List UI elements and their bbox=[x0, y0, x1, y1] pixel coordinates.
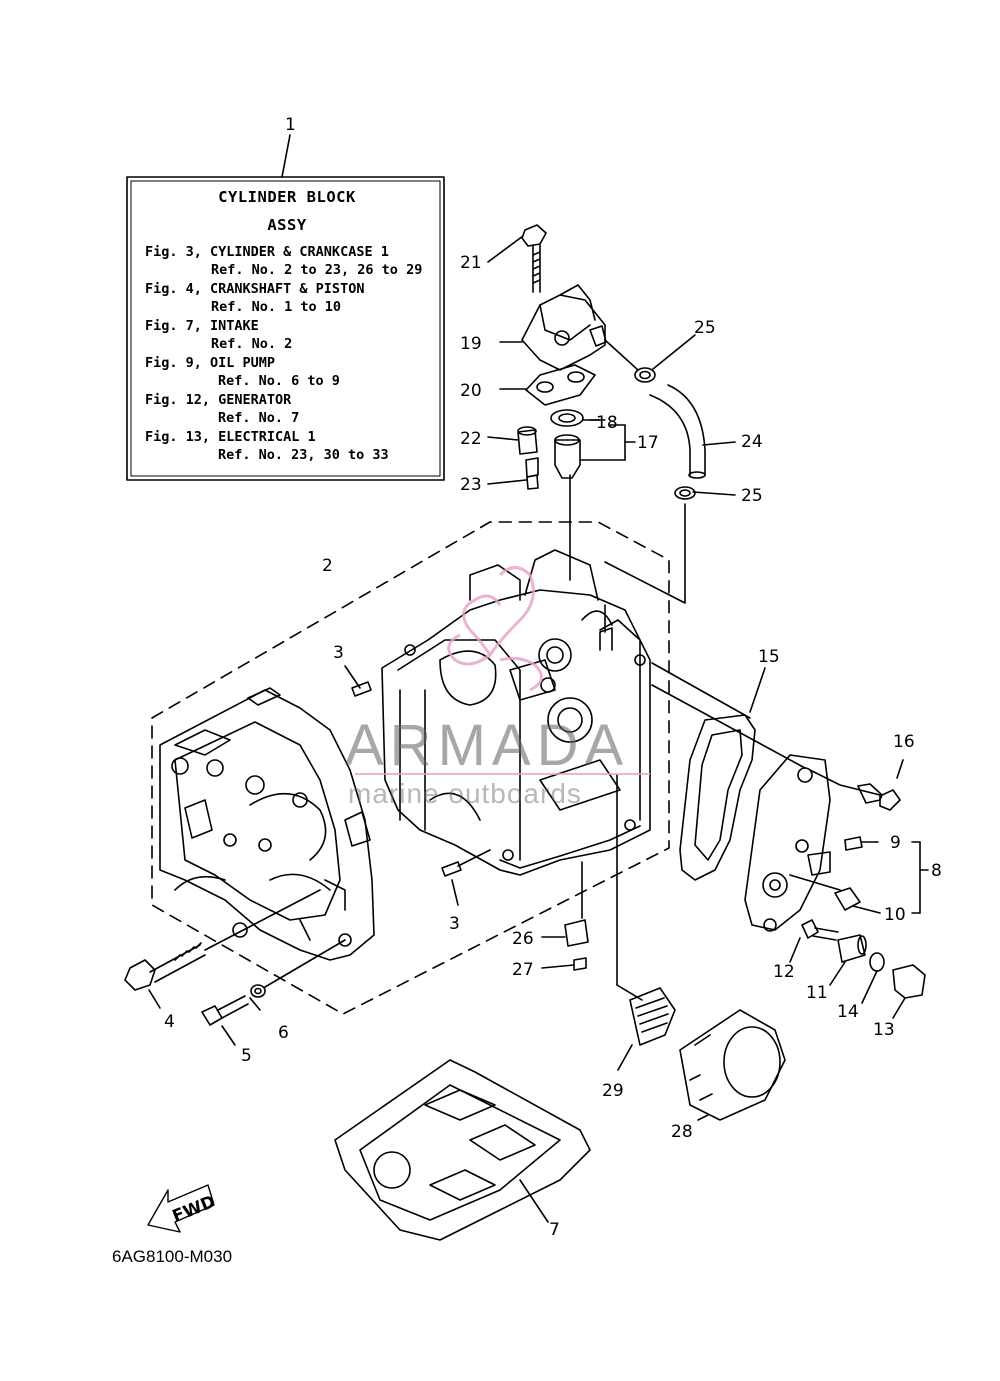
callout-28: 28 bbox=[671, 1122, 693, 1142]
gasket-7 bbox=[334, 1059, 591, 1241]
crankcase-drawing bbox=[159, 687, 375, 961]
callout-7: 7 bbox=[549, 1220, 560, 1240]
dowel-pins bbox=[344, 665, 491, 906]
info-box-line: Ref. No. 23, 30 to 33 bbox=[218, 447, 389, 463]
info-box-line: Fig. 4, CRANKSHAFT & PISTON bbox=[145, 281, 365, 297]
callout-24: 24 bbox=[741, 432, 763, 452]
callout-5: 5 bbox=[241, 1046, 252, 1066]
watermark-brand: ARMADA bbox=[345, 713, 630, 778]
info-box-line: Fig. 3, CYLINDER & CRANKCASE 1 bbox=[145, 244, 389, 260]
block-group-boundary bbox=[151, 521, 670, 1015]
callout-labels: 1 2 3 3 4 5 6 7 8 9 10 11 12 13 14 15 16… bbox=[164, 115, 942, 1240]
callout-17: 17 bbox=[637, 433, 659, 453]
callout-9: 9 bbox=[890, 833, 901, 853]
oil-pump-cover bbox=[651, 684, 929, 1019]
bracket-26-27 bbox=[541, 861, 589, 971]
bolts-4-5-6 bbox=[124, 889, 346, 1046]
callout-8: 8 bbox=[931, 861, 942, 881]
callout-1: 1 bbox=[285, 115, 296, 135]
callout-25b: 25 bbox=[741, 486, 763, 506]
callout-13: 13 bbox=[873, 1020, 895, 1040]
callout-16: 16 bbox=[893, 732, 915, 752]
gasket-15 bbox=[651, 662, 766, 881]
info-box-line: Fig. 7, INTAKE bbox=[145, 318, 259, 334]
oil-filter-group bbox=[616, 774, 786, 1121]
info-box-subtitle: ASSY bbox=[267, 216, 307, 234]
hose-group bbox=[604, 334, 736, 500]
callout-2: 2 bbox=[322, 556, 333, 576]
callout-25a: 25 bbox=[694, 318, 716, 338]
info-box-line: Ref. No. 2 to 23, 26 to 29 bbox=[211, 262, 423, 278]
callout-21: 21 bbox=[460, 253, 482, 273]
callout-14: 14 bbox=[837, 1002, 859, 1022]
thermostat-group bbox=[487, 409, 636, 490]
watermark-tagline: marine outboards bbox=[348, 778, 582, 809]
fwd-label: FWD bbox=[170, 1192, 219, 1227]
watermark-logo bbox=[355, 566, 650, 775]
info-box-line: Fig. 12, GENERATOR bbox=[145, 392, 292, 408]
cylinder-block-drawing bbox=[381, 549, 651, 876]
callout-27: 27 bbox=[512, 960, 534, 980]
callout-29: 29 bbox=[602, 1081, 624, 1101]
info-box-line: Ref. No. 1 to 10 bbox=[211, 299, 342, 315]
callout-10: 10 bbox=[884, 905, 906, 925]
info-box-line: Ref. No. 2 bbox=[211, 336, 293, 352]
info-box-line: Fig. 13, ELECTRICAL 1 bbox=[145, 429, 316, 445]
fwd-arrow bbox=[147, 1184, 215, 1233]
info-box-line: Ref. No. 6 to 9 bbox=[218, 373, 340, 389]
callout-4: 4 bbox=[164, 1012, 175, 1032]
callout-15: 15 bbox=[758, 647, 780, 667]
callout-20: 20 bbox=[460, 381, 482, 401]
callout-23: 23 bbox=[460, 475, 482, 495]
callout-3a: 3 bbox=[333, 643, 344, 663]
callout-26: 26 bbox=[512, 929, 534, 949]
callout-18: 18 bbox=[596, 413, 618, 433]
callout-22: 22 bbox=[460, 429, 482, 449]
info-box-frame bbox=[126, 134, 445, 481]
figure-code: 6AG8100-M030 bbox=[112, 1247, 233, 1266]
info-box-line: Ref. No. 7 bbox=[218, 410, 300, 426]
callout-12: 12 bbox=[773, 962, 795, 982]
callout-19: 19 bbox=[460, 334, 482, 354]
callout-11: 11 bbox=[806, 983, 828, 1003]
info-box-line: Fig. 9, OIL PUMP bbox=[145, 355, 276, 371]
thermostat-cover-group bbox=[487, 224, 607, 406]
oil-line bbox=[604, 503, 686, 604]
callout-3b: 3 bbox=[449, 914, 460, 934]
info-box-title: CYLINDER BLOCK bbox=[218, 188, 356, 206]
callout-6: 6 bbox=[278, 1023, 289, 1043]
